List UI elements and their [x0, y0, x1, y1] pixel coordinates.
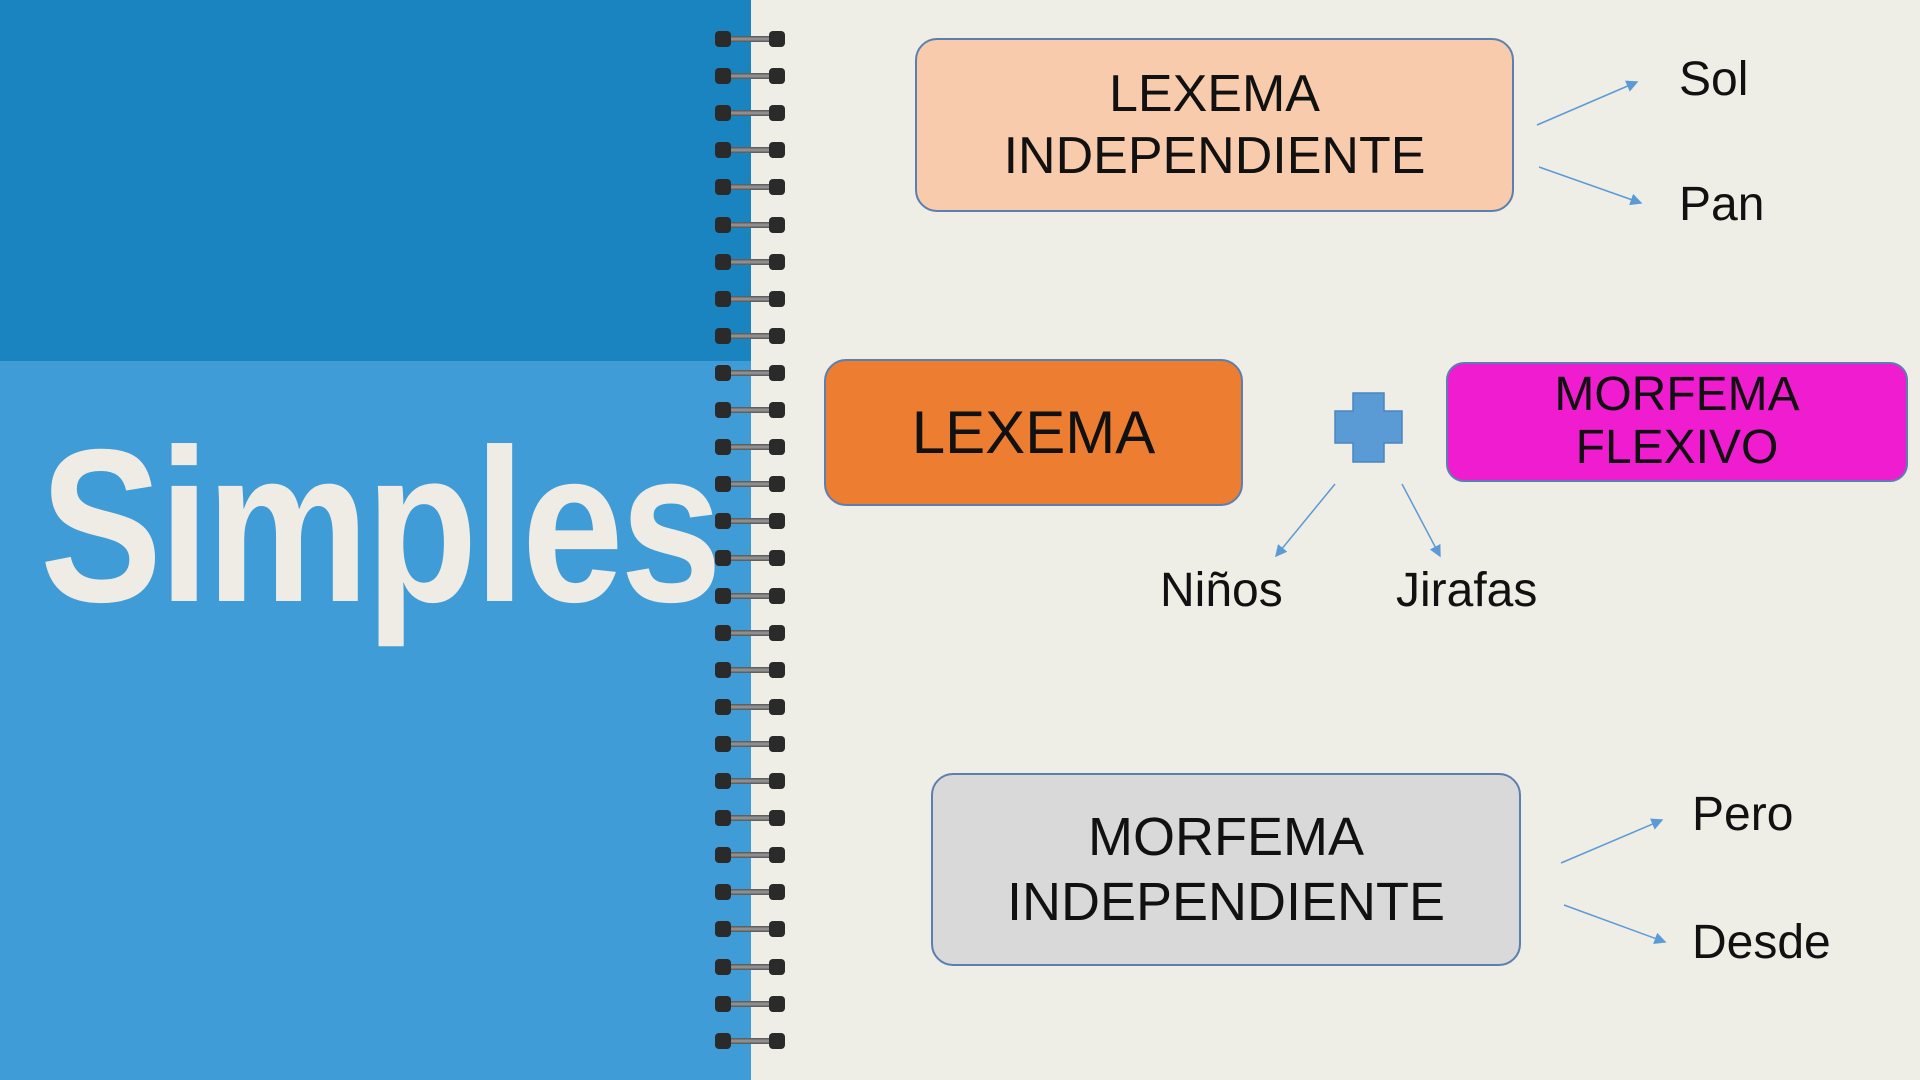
spiral-ring	[715, 253, 785, 270]
spiral-ring	[715, 327, 785, 344]
spiral-ring	[715, 31, 785, 47]
spiral-ring	[715, 105, 785, 122]
example-word: Pan	[1679, 178, 1765, 231]
example-word: Niños	[1160, 564, 1283, 617]
box-line: MORFEMA	[1554, 368, 1800, 422]
example-word: Desde	[1692, 916, 1831, 969]
box-line: LEXEMA	[911, 398, 1156, 466]
box-lexema: LEXEMA	[824, 359, 1243, 506]
arrow	[1275, 483, 1336, 558]
box-line: LEXEMA	[1109, 64, 1320, 123]
arrow	[1560, 818, 1664, 864]
example-word: Sol	[1679, 53, 1749, 106]
arrow	[1563, 904, 1667, 945]
spiral-ring	[715, 402, 785, 418]
example-word: Jirafas	[1396, 564, 1538, 617]
box-line: INDEPENDIENTE	[1006, 871, 1446, 932]
spiral-ring	[715, 735, 785, 752]
box-line: INDEPENDIENTE	[1003, 127, 1426, 185]
spiral-ring	[715, 513, 785, 530]
spiral-ring	[715, 958, 785, 975]
arrow	[1536, 80, 1639, 126]
spiral-ring	[715, 661, 785, 678]
spiral-ring	[715, 1032, 785, 1049]
cover-top	[0, 0, 751, 361]
spiral-ring	[715, 364, 785, 381]
spiral-ring	[715, 216, 785, 233]
spiral-ring	[715, 476, 785, 493]
spiral-ring	[715, 290, 785, 307]
spiral-ring	[715, 439, 785, 456]
example-word: Pero	[1692, 788, 1794, 841]
spiral-ring	[715, 773, 785, 789]
plus-icon	[1334, 392, 1403, 463]
spiral-ring	[715, 847, 785, 864]
cover-bottom	[0, 361, 751, 1080]
spiral-ring	[715, 810, 785, 827]
spiral-ring	[715, 884, 785, 901]
arrow	[1401, 483, 1441, 558]
spiral-ring	[715, 624, 785, 641]
slide-title: Simples	[40, 405, 722, 648]
spiral-ring	[715, 587, 785, 604]
spiral-ring	[715, 698, 785, 715]
spiral-ring	[715, 179, 785, 196]
spiral-ring	[715, 550, 785, 567]
arrow	[1538, 166, 1643, 206]
box-line: MORFEMA	[1087, 806, 1364, 867]
box-line: FLEXIVO	[1575, 421, 1779, 474]
spiral-ring	[715, 921, 785, 938]
spiral-ring	[715, 68, 785, 85]
spiral-ring	[715, 995, 785, 1012]
spiral-ring	[715, 142, 785, 159]
